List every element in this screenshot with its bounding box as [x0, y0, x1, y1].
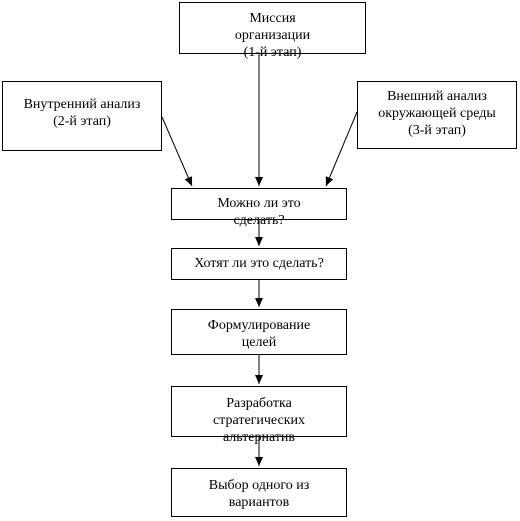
node-choice-line-2: вариантов	[228, 495, 290, 510]
node-choice-line-1: Выбор одного из	[208, 478, 310, 493]
node-want-do: Хотят ли это сделать?	[171, 248, 347, 280]
node-mission-line-3: (1-й этап)	[243, 45, 302, 60]
node-external-analysis: Внешний анализ окружающей среды (3-й эта…	[357, 81, 517, 149]
node-mission-line-2: организации	[234, 28, 311, 43]
node-choice: Выбор одного из вариантов	[171, 468, 347, 517]
node-can-do: Можно ли это сделать?	[171, 188, 347, 228]
node-internal-analysis: Внутренний анализ (2-й этап)	[2, 81, 162, 151]
node-external-line-3: (3-й этап)	[408, 123, 466, 138]
node-develop-line-2: стратегических	[212, 413, 306, 428]
node-external-line-1: Внешний анализ	[387, 89, 487, 104]
node-can-line-1: Можно ли это	[217, 196, 301, 211]
node-develop-alternatives: Разработка стратегических альтернатив	[171, 386, 347, 445]
node-goals: Формулирование целей	[171, 309, 347, 355]
node-goals-line-1: Формулирование	[207, 318, 311, 333]
node-mission-line-1: Миссия	[249, 11, 296, 26]
node-internal-line-2: (2-й этап)	[53, 114, 111, 129]
node-develop-line-1: Разработка	[226, 396, 292, 411]
node-goals-line-2: целей	[241, 335, 277, 350]
arrow-internal-to-can	[161, 116, 193, 187]
node-can-line-2: сделать?	[233, 213, 285, 228]
node-develop-line-3: альтернатив	[222, 430, 296, 445]
node-mission: Миссия организации (1-й этап)	[179, 2, 366, 60]
node-want-line-1: Хотят ли это сделать?	[194, 256, 324, 271]
arrow-external-to-can	[325, 111, 358, 187]
node-external-line-2: окружающей среды	[378, 106, 496, 121]
node-internal-line-1: Внутренний анализ	[23, 97, 141, 112]
